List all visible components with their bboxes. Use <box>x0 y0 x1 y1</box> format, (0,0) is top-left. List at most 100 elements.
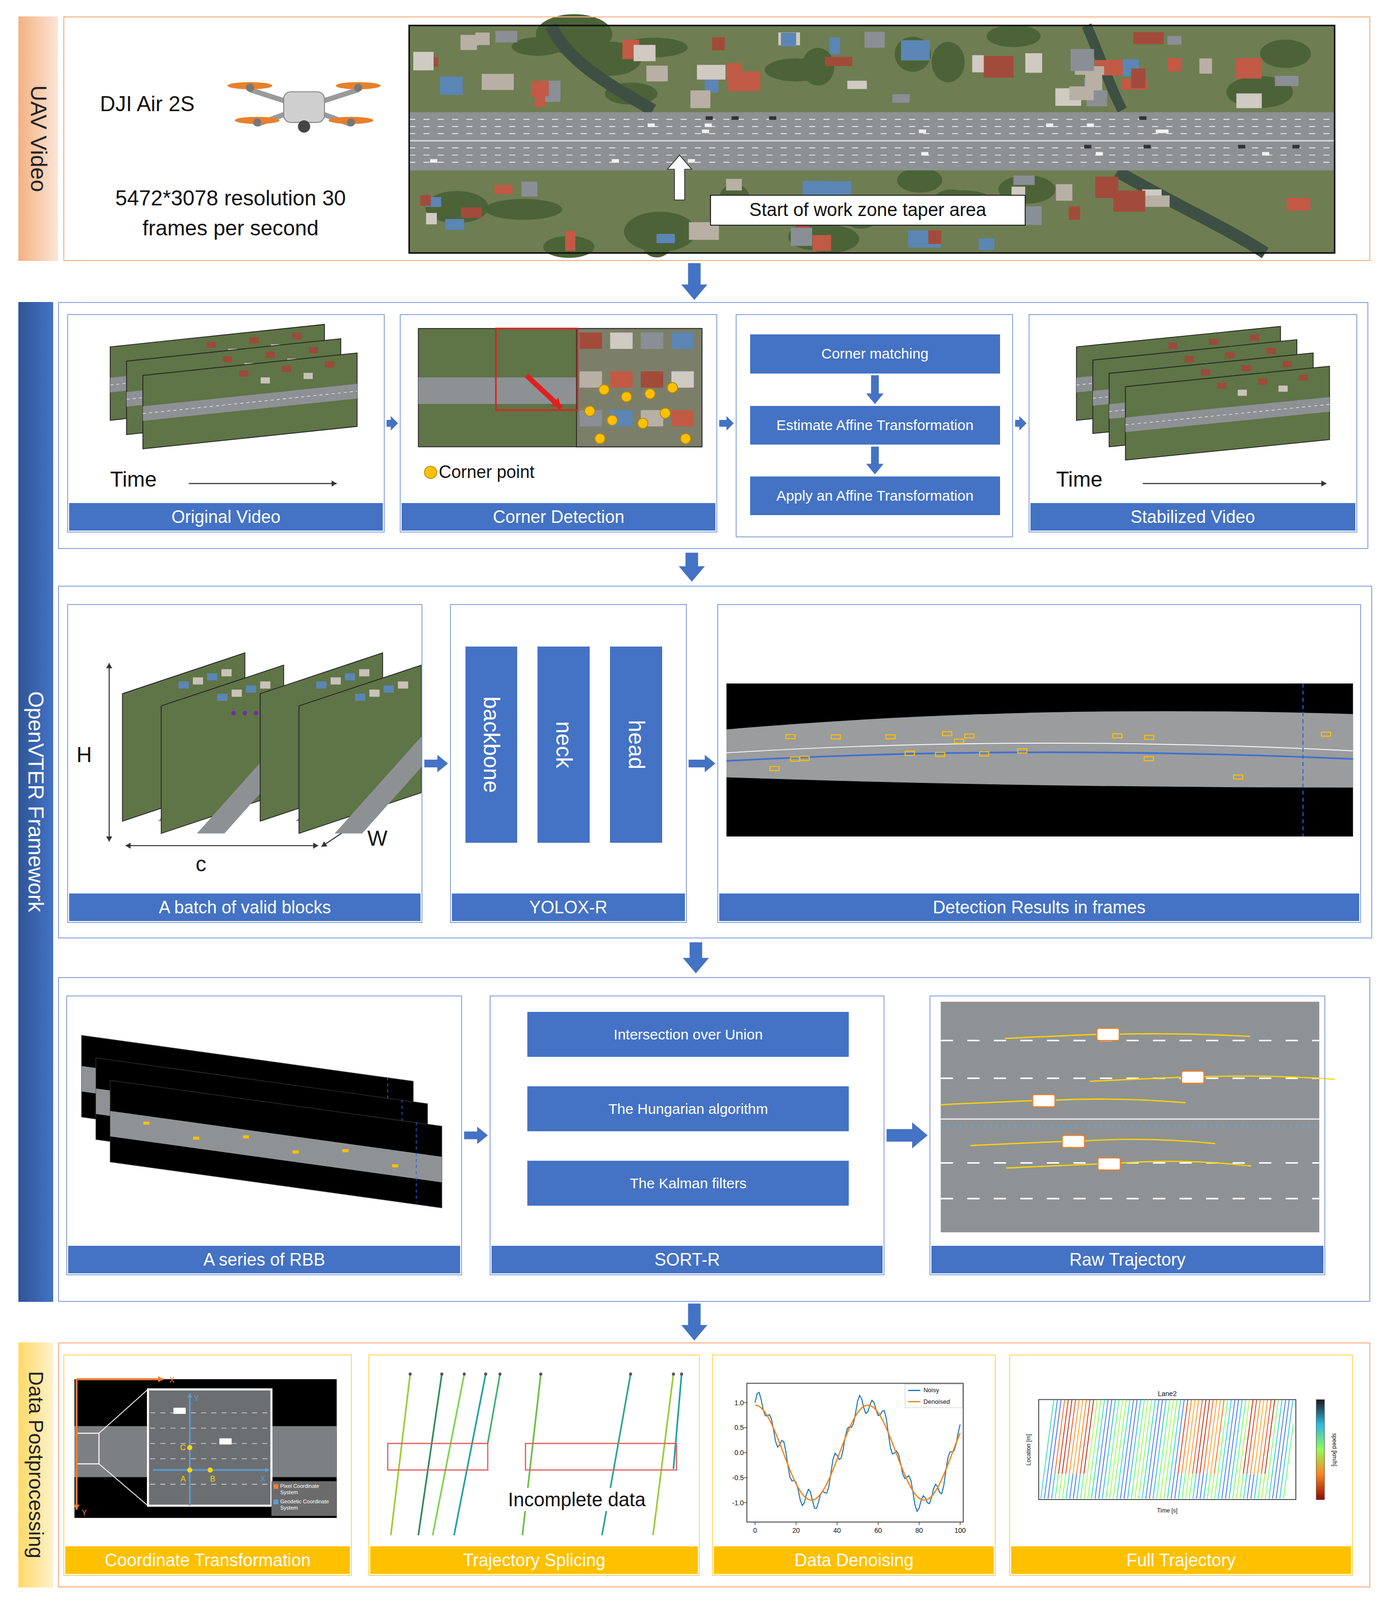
caption-bar: Coordinate Transformation <box>65 1546 350 1575</box>
annotation-label: X <box>169 1376 175 1386</box>
building <box>1235 58 1262 79</box>
annotation-label: B <box>210 1474 216 1484</box>
trajectory-line <box>1116 1424 1120 1450</box>
trajectory-line <box>1138 1449 1142 1475</box>
trajectory-line <box>1069 1474 1074 1499</box>
building <box>1241 365 1251 372</box>
bounding-box <box>1233 775 1243 780</box>
bounding-box <box>979 752 989 756</box>
trajectory-line <box>1115 1400 1119 1425</box>
annotation-label: Y <box>193 1394 200 1404</box>
trajectory-line <box>1122 1400 1127 1425</box>
trajectory-line <box>1105 1449 1109 1475</box>
arrow-head <box>106 663 113 669</box>
building <box>282 365 292 373</box>
building <box>829 37 840 55</box>
vehicle <box>1143 145 1151 149</box>
trajectory-line <box>1275 1424 1279 1450</box>
axis-tick: 1.0 <box>734 1398 744 1408</box>
trajectory-line <box>1271 1400 1276 1425</box>
node-label: neck <box>550 721 578 769</box>
arrow-shape <box>719 416 734 431</box>
arrow-shape <box>886 1122 928 1149</box>
annotation-label: Location [m] <box>1025 1434 1032 1466</box>
trajectory-line <box>1089 1077 1182 1082</box>
lane-line <box>143 391 358 414</box>
video-frame <box>1125 366 1330 461</box>
process-panel: Detection Results in frames <box>717 604 1362 924</box>
trajectory-line <box>1170 1424 1175 1450</box>
building <box>972 55 984 73</box>
building <box>1070 48 1094 71</box>
trajectory-line <box>1249 1400 1254 1425</box>
trajectory-line <box>1178 1474 1182 1499</box>
trajectory-line <box>1050 1400 1054 1425</box>
flow-arrow <box>886 1122 928 1149</box>
building <box>690 90 711 109</box>
trajectory-line <box>1173 1400 1177 1425</box>
bounding-box <box>1144 756 1154 761</box>
trajectory-line <box>1206 1424 1210 1450</box>
trajectory-line <box>1218 1449 1222 1475</box>
trajectory-line <box>1141 1424 1146 1450</box>
section-band: OpenVTER FrameworkOriginal VideoCorner D… <box>18 302 1373 1303</box>
flow-arrow <box>424 754 449 773</box>
arrow-shape <box>464 1127 488 1145</box>
corner-point <box>584 406 595 417</box>
trajectory-line <box>1119 1400 1123 1425</box>
axis-tick: 80 <box>915 1526 924 1535</box>
trajectory-line <box>1117 1474 1121 1499</box>
trajectory-line <box>1134 1449 1138 1475</box>
trajectory-line <box>1290 1424 1294 1450</box>
node-label: The Hungarian algorithm <box>608 1100 769 1118</box>
trajectory-line <box>1102 1474 1106 1499</box>
process-panel: Original Video <box>67 314 385 533</box>
trajectory-line <box>1137 1424 1142 1450</box>
lane-line <box>149 1412 270 1414</box>
trajectory-line <box>1163 1424 1167 1450</box>
node-label: Raw Trajectory <box>1069 1249 1186 1271</box>
building <box>864 31 886 48</box>
trajectory-line <box>1083 1424 1088 1450</box>
annotation-label: speed [km/h] <box>1331 1433 1338 1467</box>
trajectory-line <box>1174 1449 1178 1475</box>
trajectory-line <box>1192 1449 1196 1475</box>
trajectory-line <box>1184 1400 1189 1425</box>
section-title: Data Postprocessing <box>23 1371 48 1560</box>
axis-tick: 0 <box>753 1526 757 1535</box>
node-label: Start of work zone taper area <box>749 199 987 222</box>
axis-line <box>76 1378 163 1381</box>
trajectory-line <box>1047 1424 1051 1450</box>
building <box>1249 334 1260 341</box>
node-label: head <box>623 720 650 770</box>
gap-marker <box>387 1443 488 1471</box>
tree-patch <box>931 42 965 83</box>
building <box>656 233 675 244</box>
building <box>790 227 813 247</box>
trajectory-line <box>1073 1449 1077 1475</box>
trajectory-line <box>1076 1449 1080 1475</box>
trajectory-line <box>1185 1449 1189 1475</box>
trajectory-line <box>1069 1424 1073 1450</box>
trajectory-line <box>1202 1400 1206 1425</box>
track-end <box>462 1372 466 1376</box>
trajectory-line <box>1148 1424 1153 1450</box>
trajectory-line <box>1065 1449 1070 1475</box>
trajectory-line <box>487 1374 500 1445</box>
trajectory-line <box>1174 1424 1178 1450</box>
annotation-label: C <box>180 1443 187 1453</box>
trajectory-line <box>1203 1449 1207 1475</box>
trajectory-line <box>1282 1400 1286 1425</box>
building <box>413 51 434 71</box>
trajectory-line <box>1098 1474 1103 1499</box>
axis-tick: 20 <box>792 1526 800 1535</box>
trajectory-line <box>1131 1474 1135 1499</box>
lane-line <box>409 154 1335 156</box>
trajectory-line <box>1104 1400 1109 1425</box>
annotation-label: Time [s] <box>1157 1507 1178 1515</box>
trajectory-line <box>1138 1474 1143 1499</box>
trajectory-line <box>1064 1400 1069 1425</box>
trajectory-line <box>1224 1400 1228 1425</box>
track-end <box>484 1372 488 1376</box>
